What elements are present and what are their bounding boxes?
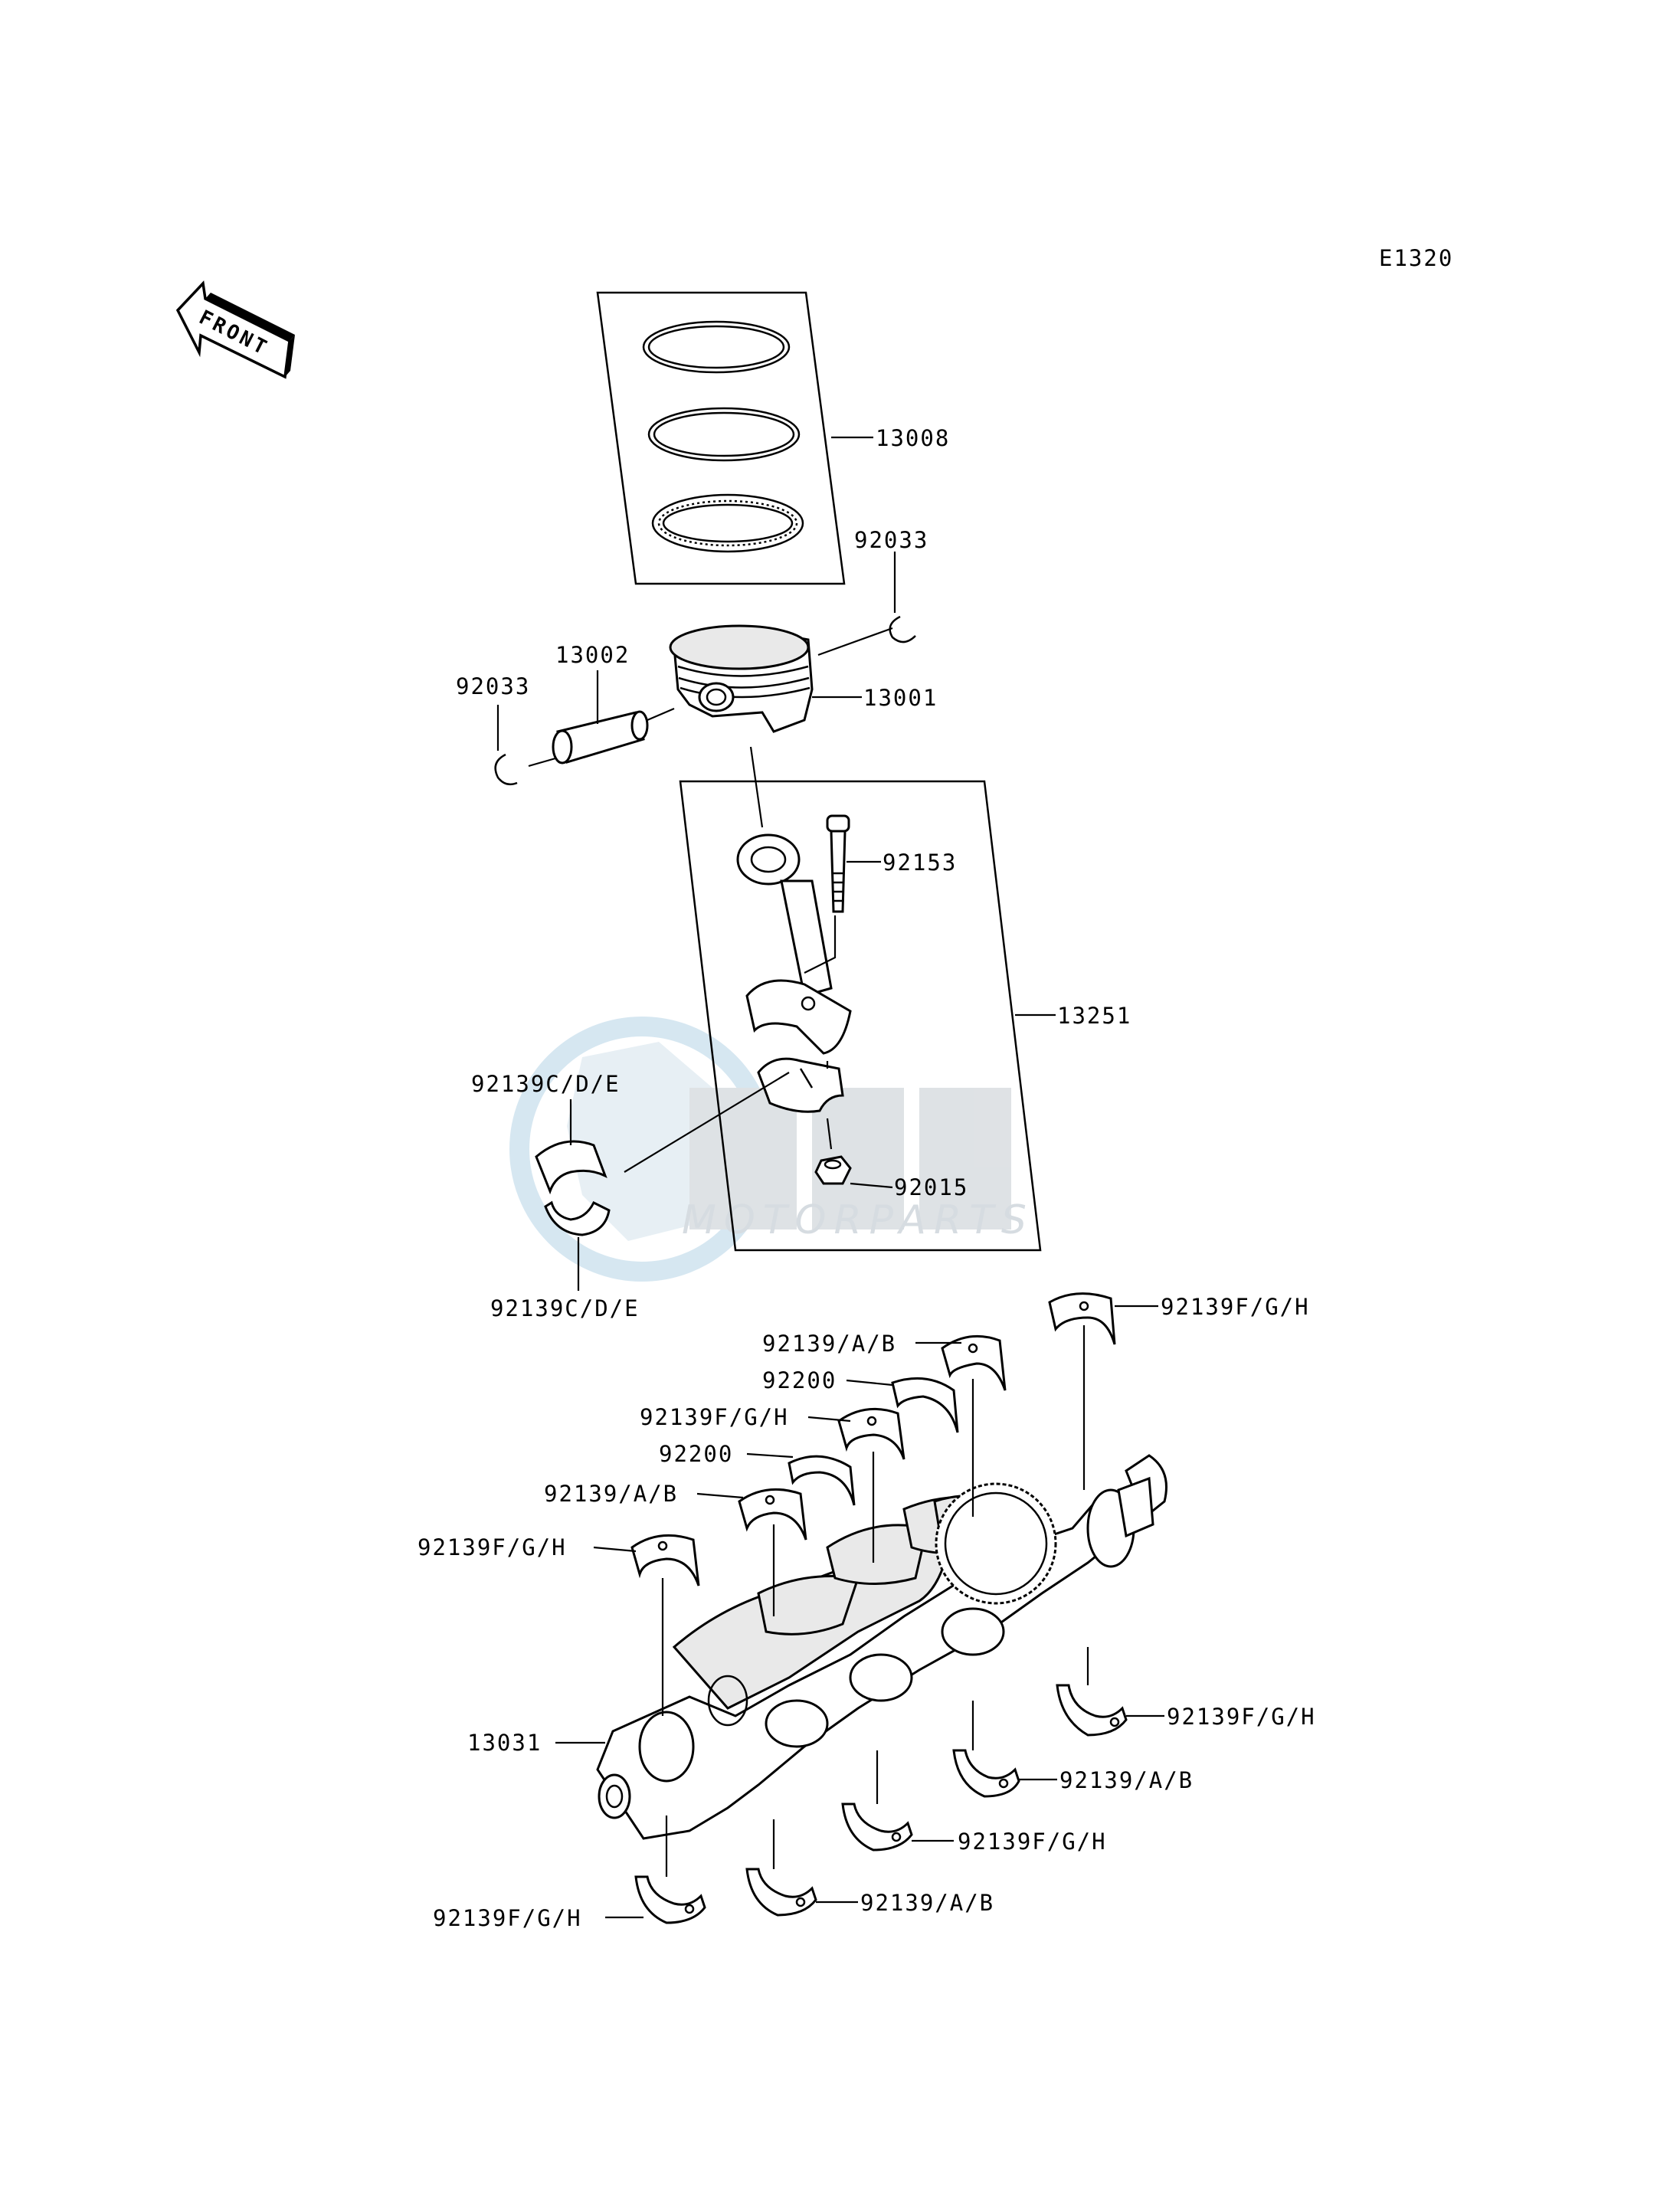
- crank-spline: [1117, 1476, 1154, 1538]
- circlip-right: [889, 615, 916, 643]
- main-bearing-fgh-right-low: [1056, 1684, 1128, 1737]
- label-92139ab-right-low: 92139/A/B: [1059, 1767, 1194, 1793]
- label-92139ab-mid: 92139/A/B: [544, 1481, 678, 1507]
- conrod-bolt: [826, 814, 850, 913]
- main-bearing-fgh-bottom-left: [634, 1875, 706, 1924]
- main-bearing-fgh-bottom-mid: [841, 1802, 913, 1852]
- conrod-box: [679, 780, 1042, 1252]
- thrust-washer-mid: [788, 1455, 856, 1506]
- label-92200-top: 92200: [762, 1367, 837, 1393]
- front-arrow-icon: FRONT: [175, 280, 295, 379]
- second-ring: [647, 407, 801, 462]
- label-92139fgh-top-right: 92139F/G/H: [1161, 1294, 1310, 1320]
- label-92139cde-bottom: 92139C/D/E: [490, 1295, 640, 1321]
- label-13251: 13251: [1057, 1003, 1131, 1029]
- label-13001: 13001: [863, 685, 938, 711]
- piston: [669, 624, 814, 733]
- label-92033-left: 92033: [456, 673, 530, 699]
- watermark-letter-o: [689, 1088, 797, 1229]
- label-13002: 13002: [555, 642, 630, 668]
- label-92139fgh-bottom-left: 92139F/G/H: [433, 1905, 582, 1931]
- conrod-nut: [814, 1155, 852, 1185]
- main-bearing-top-right: [1048, 1292, 1116, 1345]
- rod-bearing-upper: [535, 1140, 607, 1195]
- watermark-brand: OEM: [766, 1194, 768, 1196]
- label-92139fgh-left: 92139F/G/H: [418, 1534, 567, 1560]
- oil-ring: [651, 493, 804, 553]
- label-92015: 92015: [894, 1174, 968, 1200]
- label-92139ab-bottom: 92139/A/B: [860, 1890, 994, 1916]
- label-92033-right: 92033: [854, 527, 928, 553]
- label-92139fgh-bottom-mid: 92139F/G/H: [958, 1829, 1107, 1855]
- main-bearing-fgh-left: [630, 1534, 700, 1586]
- crankshaft: [596, 1454, 1167, 1840]
- main-bearing-ab-right-low: [952, 1749, 1020, 1798]
- piston-pin: [552, 710, 649, 765]
- watermark-globe-land: [567, 1042, 728, 1241]
- label-92153: 92153: [883, 850, 957, 876]
- circlip-left: [494, 753, 518, 786]
- main-bearing-ab-top: [941, 1334, 1007, 1391]
- watermark-letter-m: [919, 1088, 1011, 1229]
- watermark-sub: MOTORPARTS: [682, 1197, 1034, 1243]
- timing-gear: [935, 1482, 1057, 1605]
- label-13031: 13031: [467, 1730, 542, 1756]
- label-92200-mid: 92200: [659, 1441, 733, 1467]
- diagram-code: E1320: [1379, 245, 1453, 271]
- main-bearing-fgh-mid: [837, 1407, 905, 1460]
- label-92139ab-top: 92139/A/B: [762, 1331, 896, 1357]
- label-92139fgh-mid: 92139F/G/H: [640, 1404, 789, 1430]
- conrod-cap: [757, 1057, 844, 1113]
- thrust-washer-top: [891, 1377, 959, 1433]
- rod-bearing-lower: [544, 1200, 611, 1236]
- label-13008: 13008: [876, 425, 950, 451]
- label-92139fgh-right-low: 92139F/G/H: [1167, 1704, 1316, 1730]
- main-bearing-ab-bottom: [745, 1868, 817, 1917]
- main-bearing-ab-mid: [738, 1488, 807, 1541]
- piston-ring-box: [596, 291, 846, 585]
- watermark: OEM MOTORPARTS: [509, 1017, 1034, 1282]
- top-ring: [642, 320, 791, 374]
- connecting-rod: [736, 833, 852, 1055]
- label-92139cde-top: 92139C/D/E: [471, 1071, 621, 1097]
